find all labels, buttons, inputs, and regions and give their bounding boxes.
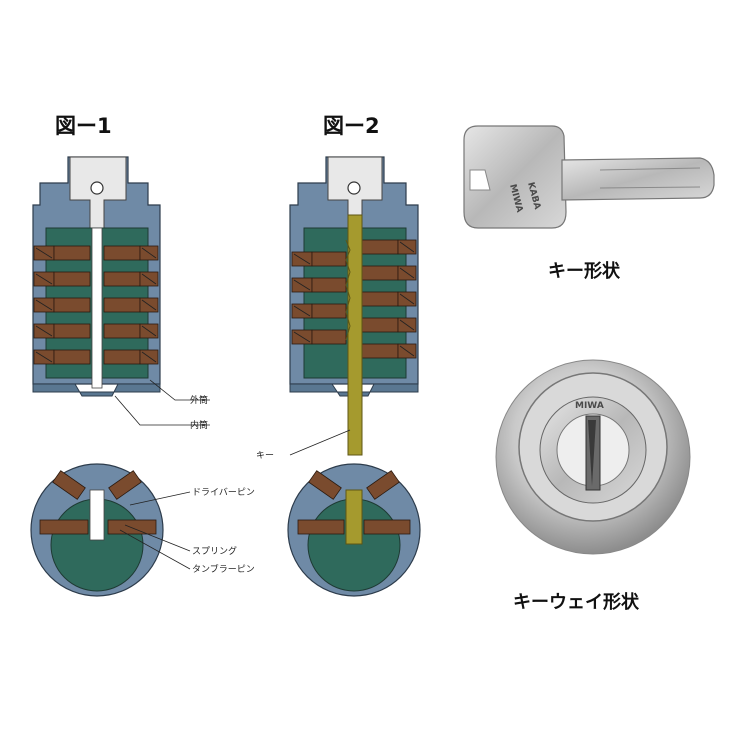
figure-2-cylinder-section bbox=[289, 156, 419, 456]
label-driver-pin: ドライバーピン bbox=[192, 487, 255, 498]
figure-2-title: 図ー2 bbox=[323, 114, 380, 138]
key-shape-caption: キー形状 bbox=[548, 260, 621, 282]
label-outer-cylinder: 外筒 bbox=[190, 394, 208, 406]
label-tumbler-pin: タンブラーピン bbox=[192, 563, 255, 575]
inserted-key-blade bbox=[347, 214, 363, 456]
callout-leaders bbox=[114, 379, 351, 570]
key-image: MIWA KABA bbox=[463, 125, 715, 229]
keyway-shape-caption: キーウェイ形状 bbox=[513, 591, 640, 613]
figure-2-front-section bbox=[287, 463, 421, 597]
label-inner-cylinder: 内筒 bbox=[190, 419, 208, 431]
figure-1-cylinder-section bbox=[32, 156, 161, 397]
cylinder-face-image: MIWA bbox=[495, 359, 691, 555]
label-key: キー bbox=[256, 451, 274, 461]
figure-1-front-section bbox=[30, 463, 164, 597]
figure-1-title: 図ー1 bbox=[55, 114, 112, 138]
cylinder-logo-text: MIWA bbox=[575, 401, 604, 411]
label-spring: スプリング bbox=[192, 545, 237, 557]
